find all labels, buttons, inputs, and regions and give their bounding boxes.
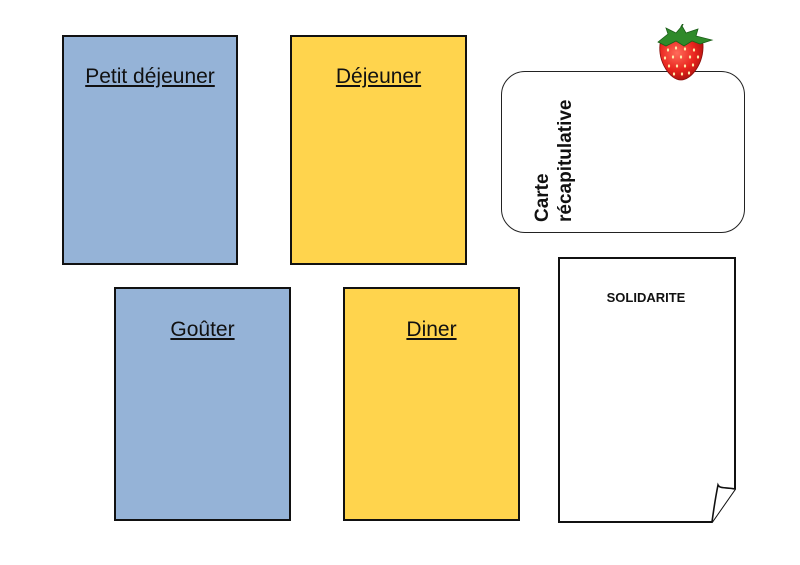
card-title-dejeuner: Déjeuner xyxy=(335,65,422,88)
solidarite-label: SOLIDARITE xyxy=(606,290,686,305)
recap-line-2: récapitulative xyxy=(555,99,576,223)
solidarite-page xyxy=(558,257,736,523)
card-gouter: Goûter xyxy=(114,287,291,521)
recap-card: Carte récapitulative xyxy=(501,71,745,233)
card-title-diner: Diner xyxy=(406,318,457,341)
card-dejeuner: Déjeuner xyxy=(290,35,467,265)
card-diner: Diner xyxy=(343,287,520,521)
recap-line-1: Carte xyxy=(532,173,553,222)
card-petit-dejeuner: Petit déjeuner xyxy=(62,35,238,265)
card-title-gouter: Goûter xyxy=(170,318,235,341)
strawberry-icon xyxy=(657,24,714,81)
card-title-petit-dejeuner: Petit déjeuner xyxy=(85,65,215,88)
recap-card-label: Carte récapitulative xyxy=(531,100,577,223)
